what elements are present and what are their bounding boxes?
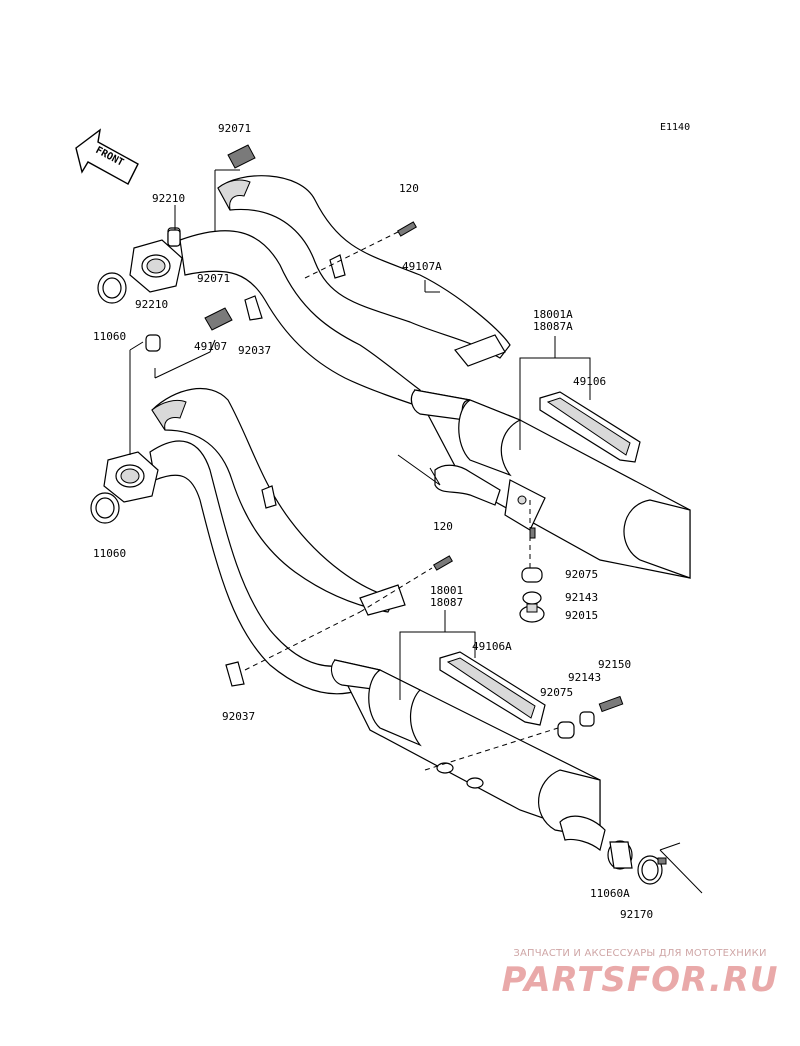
label-49106: 49106 (573, 375, 606, 388)
label-92143-top: 92143 (565, 591, 598, 604)
mount-parts-lower (557, 695, 624, 739)
bolt-120-upper (397, 221, 417, 237)
heat-shield-pad-upper (539, 391, 641, 463)
label-92150: 92150 (598, 658, 631, 671)
clip-92037-bottom (225, 661, 245, 687)
clamp-92170 (637, 855, 667, 885)
clamp-upper (329, 254, 346, 279)
label-120-top: 120 (399, 182, 419, 195)
label-92170: 92170 (620, 908, 653, 921)
mount-parts-upper (519, 567, 545, 623)
heat-shield-upper (217, 175, 511, 359)
rubber-damper-mid (204, 307, 233, 331)
clamp-lower-mid (261, 485, 277, 509)
joint-tube-11060A (607, 840, 633, 870)
label-92071-top: 92071 (218, 122, 251, 135)
collar-92210-top (167, 229, 181, 247)
gasket-11060-bottom (90, 492, 120, 524)
label-18087: 18087 (430, 596, 463, 609)
watermark-caption: ЗАПЧАСТИ И АКСЕССУАРЫ ДЛЯ МОТОТЕХНИКИ (513, 948, 767, 959)
label-92075-bottom: 92075 (540, 686, 573, 699)
label-92210-top: 92210 (152, 192, 185, 205)
gasket-11060-top (97, 272, 127, 304)
label-92075-top: 92075 (565, 568, 598, 581)
heat-shield-pad-lower (439, 651, 546, 726)
rubber-damper-top (227, 144, 256, 169)
label-11060-bottom: 11060 (93, 547, 126, 560)
label-18087A: 18087A (533, 320, 573, 333)
lower-exhaust-assembly (90, 339, 703, 894)
exhaust-flange-upper (129, 227, 183, 293)
label-92037-top: 92037 (238, 344, 271, 357)
shield-clamp-upper (454, 334, 506, 367)
clip-92037-top (244, 295, 263, 321)
diagram-code: E1140 (660, 122, 690, 133)
label-49107: 49107 (194, 340, 227, 353)
label-92037-bottom: 92037 (222, 710, 255, 723)
label-18001: 18001 (430, 584, 463, 597)
muffler-lower (330, 659, 606, 852)
watermark-logo: PARTSFOR.RU (501, 960, 779, 1000)
label-92210-mid: 92210 (135, 298, 168, 311)
label-49106A: 49106A (472, 640, 512, 653)
label-49107A: 49107A (402, 260, 442, 273)
label-120-bottom: 120 (433, 520, 453, 533)
label-18001A: 18001A (533, 308, 573, 321)
label-92015: 92015 (565, 609, 598, 622)
label-92071-mid: 92071 (197, 272, 230, 285)
bolt-120-lower (433, 555, 453, 571)
label-11060-top: 11060 (93, 330, 126, 343)
front-arrow-icon: FRONT (75, 128, 139, 185)
muffler-upper (410, 389, 691, 579)
upper-exhaust-assembly (97, 144, 691, 623)
collar-92210-mid (145, 334, 161, 352)
exhaust-flange-lower (103, 451, 159, 503)
shield-clamp-lower (359, 584, 406, 616)
label-92143-bottom: 92143 (568, 671, 601, 684)
label-11060A: 11060A (590, 887, 630, 900)
